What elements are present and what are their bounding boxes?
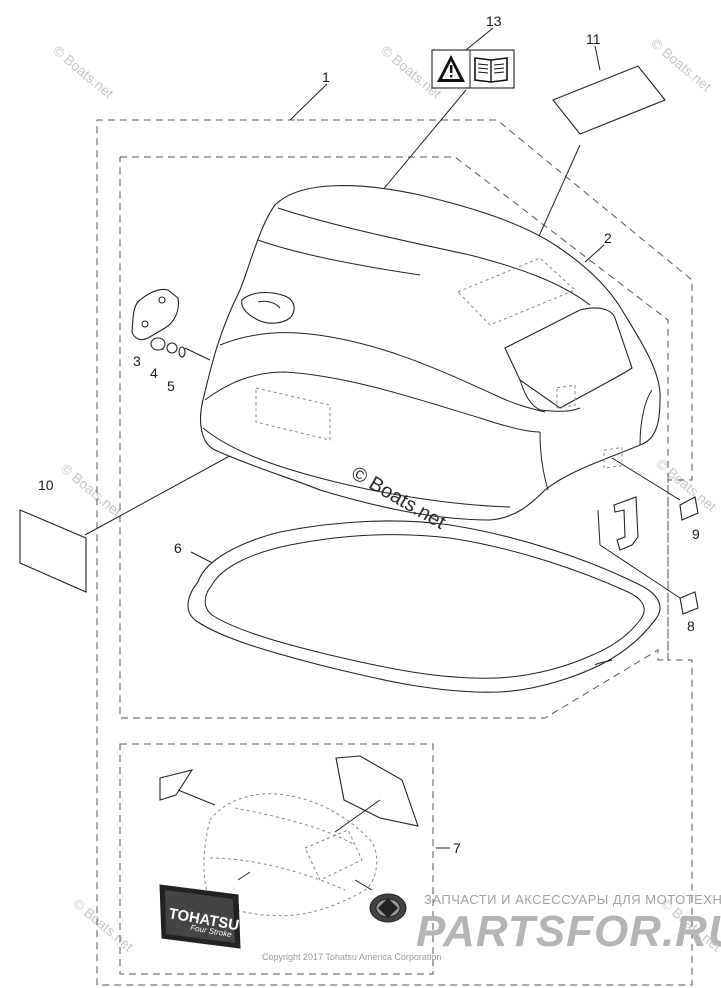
watermark-top-right: © Boats.net — [648, 35, 715, 94]
callout-3: 3 — [133, 353, 141, 369]
assembly-boundaries — [96, 119, 693, 986]
manual-book-icon — [474, 57, 508, 83]
callout-13: 13 — [486, 13, 502, 29]
assembly-7-boundary — [119, 743, 434, 975]
decal-part-10 — [19, 509, 87, 593]
bracket-parts-3-4-5 — [131, 288, 186, 358]
callout-4: 4 — [150, 365, 158, 381]
callout-5: 5 — [167, 378, 175, 394]
dealer-tagline: ЗАПЧАСТИ И АКСЕССУАРЫ ДЛЯ МОТОТЕХНИКИ — [424, 892, 721, 907]
assembly-1-boundary — [96, 119, 693, 986]
warning-triangle-icon — [437, 55, 465, 82]
dealer-site: PARTSFOR.RU — [416, 907, 721, 956]
pad-part-9 — [679, 496, 699, 521]
decal-part-7b — [335, 755, 419, 827]
callout-7: 7 — [453, 840, 461, 856]
engine-cover-part-2 — [200, 185, 661, 521]
warning-label-part-13 — [431, 49, 515, 89]
watermark-mid-left: © Boats.net — [58, 460, 125, 519]
emblem-decal — [369, 893, 407, 923]
callout-2: 2 — [604, 230, 612, 246]
decal-part-7a — [159, 769, 194, 801]
watermark-top-left: © Boats.net — [50, 42, 117, 101]
screw-part-5 — [178, 346, 186, 358]
callout-9: 9 — [692, 526, 700, 542]
decal-part-11 — [552, 65, 666, 135]
callout-numbers: 13 11 1 2 3 4 5 10 9 6 8 7 — [38, 13, 700, 856]
grommet-part-3 — [150, 337, 166, 351]
callout-6: 6 — [174, 540, 182, 556]
callout-8: 8 — [687, 618, 695, 634]
callout-11: 11 — [586, 31, 601, 47]
decal-set-part-7: TOHATSU Four Stroke — [159, 755, 419, 949]
dealer-branding: ЗАПЧАСТИ И АКСЕССУАРЫ ДЛЯ МОТОТЕХНИКИ PA… — [416, 892, 721, 956]
seal-gasket-part-6 — [187, 520, 661, 693]
pad-part-8 — [679, 591, 699, 615]
callout-10: 10 — [38, 477, 54, 493]
tohatsu-decal: TOHATSU Four Stroke — [159, 884, 241, 949]
washer-part-4 — [166, 342, 178, 354]
callout-1: 1 — [322, 69, 330, 85]
watermark-bottom-left: © Boats.net — [70, 895, 137, 954]
clip-part-8-9 — [613, 496, 699, 615]
copyright-notice: Copyright 2017 Tohatsu America Corporati… — [262, 952, 441, 962]
assembly-2-boundary — [119, 156, 669, 719]
